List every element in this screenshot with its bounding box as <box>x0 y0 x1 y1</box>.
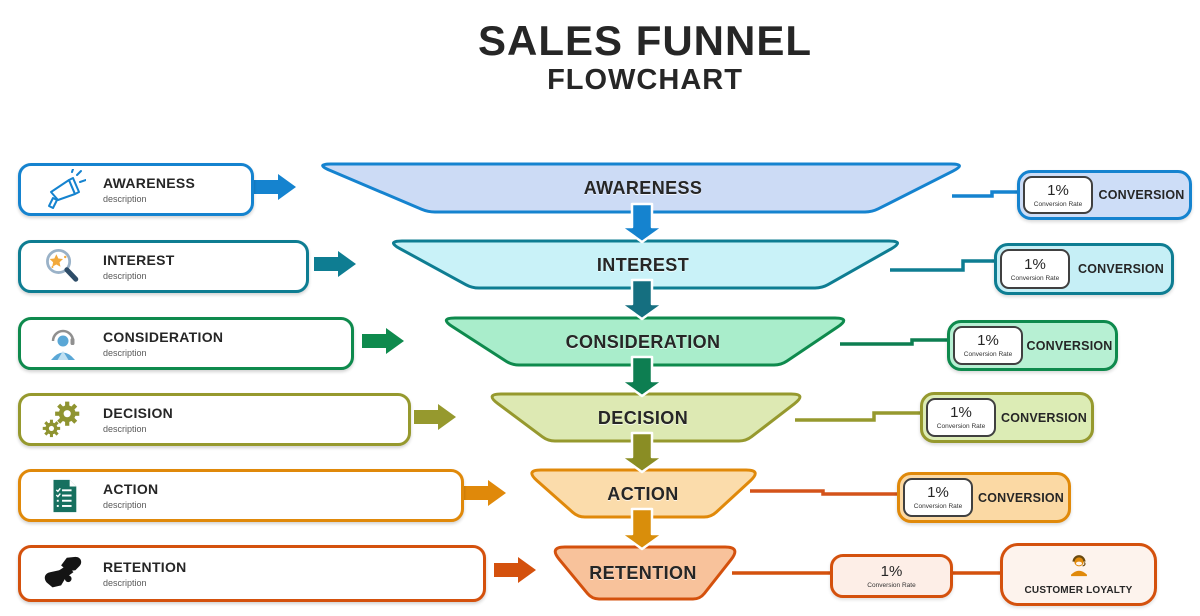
right-arrow-awareness <box>254 174 296 200</box>
stage-description: description <box>103 194 147 204</box>
gears-icon <box>39 398 87 442</box>
rate-value: 1% <box>880 562 903 580</box>
funnel-segment-decision <box>490 392 802 443</box>
magnifier-star-icon <box>39 245 87 289</box>
stage-name: RETENTION <box>103 559 187 575</box>
funnel-label-consideration: CONSIDERATION <box>565 332 721 352</box>
stage-name: ACTION <box>103 481 159 497</box>
stage-box-interest: INTEREST description <box>18 240 309 293</box>
right-arrow-consideration <box>362 328 404 354</box>
stage-name: DECISION <box>103 405 174 421</box>
stage-box-retention: RETENTION description <box>18 545 486 602</box>
stage-description: description <box>103 500 147 510</box>
funnel-segment-awareness <box>321 162 961 214</box>
funnel-segment-action <box>530 468 757 519</box>
rate-caption: Conversion Rate <box>936 423 986 430</box>
checklist-doc-icon <box>39 474 87 518</box>
rate-value: 1% <box>950 404 972 421</box>
down-arrow-awareness <box>619 202 665 244</box>
right-arrow-decision <box>414 404 456 430</box>
stage-name: CONSIDERATION <box>103 329 224 345</box>
stage-description: description <box>103 578 147 588</box>
title-subtitle: FLOWCHART <box>547 64 743 96</box>
conversion-box-interest: 1% Conversion Rate CONVERSION <box>994 243 1174 295</box>
rate-value: 1% <box>977 332 999 349</box>
conversion-label: CONVERSION <box>977 490 1065 505</box>
stage-text: CONSIDERATION description <box>103 329 223 358</box>
connector-line-decision <box>795 411 920 422</box>
conversion-rate-box: 1% Conversion Rate <box>1023 176 1093 214</box>
down-arrow-decision <box>619 431 665 474</box>
funnel-segment-retention <box>553 545 737 601</box>
conversion-label: CONVERSION <box>1077 262 1165 276</box>
rate-value: 1% <box>927 484 949 501</box>
right-arrow-retention <box>494 557 536 583</box>
stage-box-awareness: AWARENESS description <box>18 163 254 216</box>
conversion-rate-box: 1% Conversion Rate <box>903 478 973 517</box>
conversion-rate-box: 1% Conversion Rate <box>926 398 996 437</box>
stage-description: description <box>103 271 147 281</box>
conversion-box-action: 1% Conversion Rate CONVERSION <box>897 472 1071 523</box>
stage-description: description <box>103 424 147 434</box>
conversion-label: CONVERSION <box>1000 410 1088 425</box>
down-arrow-action <box>619 507 665 551</box>
customer-loyalty-box: CUSTOMER LOYALTY <box>1000 543 1157 606</box>
conversion-rate-box: 1% Conversion Rate <box>953 326 1023 365</box>
stage-text: DECISION description <box>103 405 173 434</box>
conversion-box-decision: 1% Conversion Rate CONVERSION <box>920 392 1094 443</box>
rate-value: 1% <box>1024 255 1046 273</box>
title-main: SALES FUNNEL <box>477 17 813 64</box>
connector-line-interest <box>890 259 994 272</box>
connector-line-consideration <box>840 338 947 346</box>
stage-text: INTEREST description <box>103 252 175 281</box>
conversion-box-consideration: 1% Conversion Rate CONVERSION <box>947 320 1118 371</box>
rate-value: 1% <box>1047 181 1069 199</box>
megaphone-icon <box>39 168 87 212</box>
customer-loyalty-label: CUSTOMER LOYALTY <box>1024 584 1133 596</box>
stage-name: INTEREST <box>103 252 175 268</box>
handshake-icon <box>39 552 87 596</box>
stage-name: AWARENESS <box>103 175 196 191</box>
conversion-label: CONVERSION <box>1098 188 1185 202</box>
rate-caption: Conversion Rate <box>1010 274 1060 282</box>
funnel-label-decision: DECISION <box>597 408 689 428</box>
funnel-label-action: ACTION <box>607 484 679 504</box>
rate-caption: Conversion Rate <box>1033 200 1083 208</box>
support-person-icon <box>39 322 87 366</box>
funnel-segment-interest <box>392 239 900 290</box>
conversion-rate-box: 1% Conversion Rate <box>1000 249 1070 289</box>
stage-text: RETENTION description <box>103 559 187 588</box>
connector-line-action <box>750 489 897 496</box>
stage-text: AWARENESS description <box>103 175 195 204</box>
rate-caption: Conversion Rate <box>963 351 1013 358</box>
conversion-label: CONVERSION <box>1026 338 1113 353</box>
customer-agent-icon <box>1066 554 1092 583</box>
funnel-label-awareness: AWARENESS <box>583 178 703 198</box>
rate-caption: Conversion Rate <box>867 581 916 589</box>
stage-box-decision: DECISION description <box>18 393 411 446</box>
connector-line-awareness <box>952 190 1017 198</box>
right-arrow-interest <box>314 251 356 277</box>
down-arrow-interest <box>619 278 665 321</box>
retention-rate-box: 1% Conversion Rate <box>830 554 953 598</box>
stage-description: description <box>103 348 147 358</box>
rate-caption: Conversion Rate <box>913 503 963 510</box>
down-arrow-consideration <box>619 355 665 398</box>
right-arrow-action <box>464 480 506 506</box>
stage-text: ACTION description <box>103 481 158 510</box>
funnel-segment-consideration <box>444 316 846 367</box>
funnel-label-interest: INTEREST <box>596 255 690 275</box>
stage-box-consideration: CONSIDERATION description <box>18 317 354 370</box>
page-title: SALES FUNNEL FLOWCHART <box>477 17 813 97</box>
stage-box-action: ACTION description <box>18 469 464 522</box>
conversion-box-awareness: 1% Conversion Rate CONVERSION <box>1017 170 1192 220</box>
funnel-label-retention: RETENTION <box>589 563 697 583</box>
